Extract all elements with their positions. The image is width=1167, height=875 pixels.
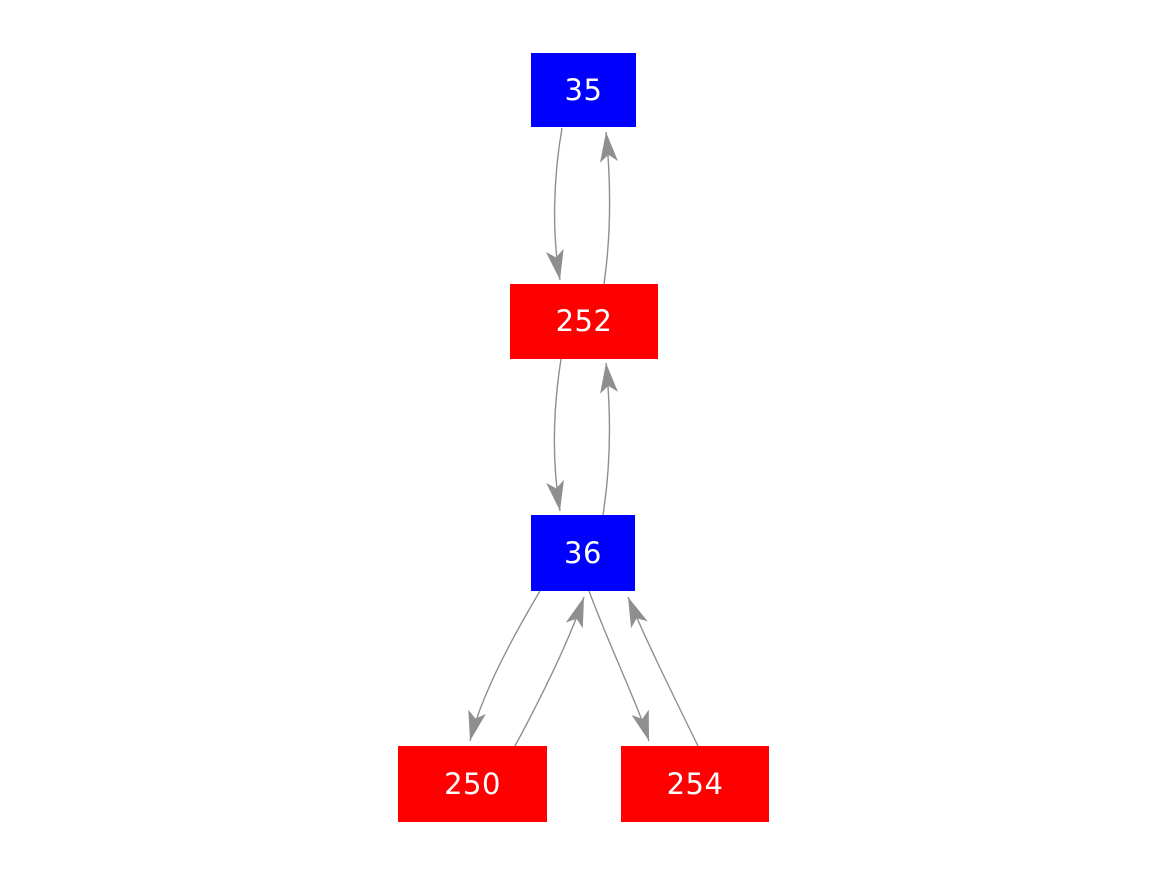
edge-36-to-252 [600,362,618,516]
edge-36-to-250 [468,590,541,742]
node-252: 252 [510,284,658,359]
node-254: 254 [621,746,769,822]
node-35: 35 [531,53,636,127]
node-250: 250 [398,746,547,822]
edge-35-to-252 [545,127,564,281]
node-252-label: 252 [555,304,613,338]
edge-36-to-254 [588,590,650,742]
edge-252-to-36 [546,358,564,512]
edge-254-to-36 [627,596,699,747]
node-250-label: 250 [444,766,501,801]
node-35-label: 35 [564,72,603,107]
edge-252-to-35 [600,131,618,285]
node-254-label: 254 [666,766,724,801]
node-36-label: 36 [564,535,602,570]
edge-250-to-36 [514,596,585,747]
node-36: 36 [531,515,635,591]
